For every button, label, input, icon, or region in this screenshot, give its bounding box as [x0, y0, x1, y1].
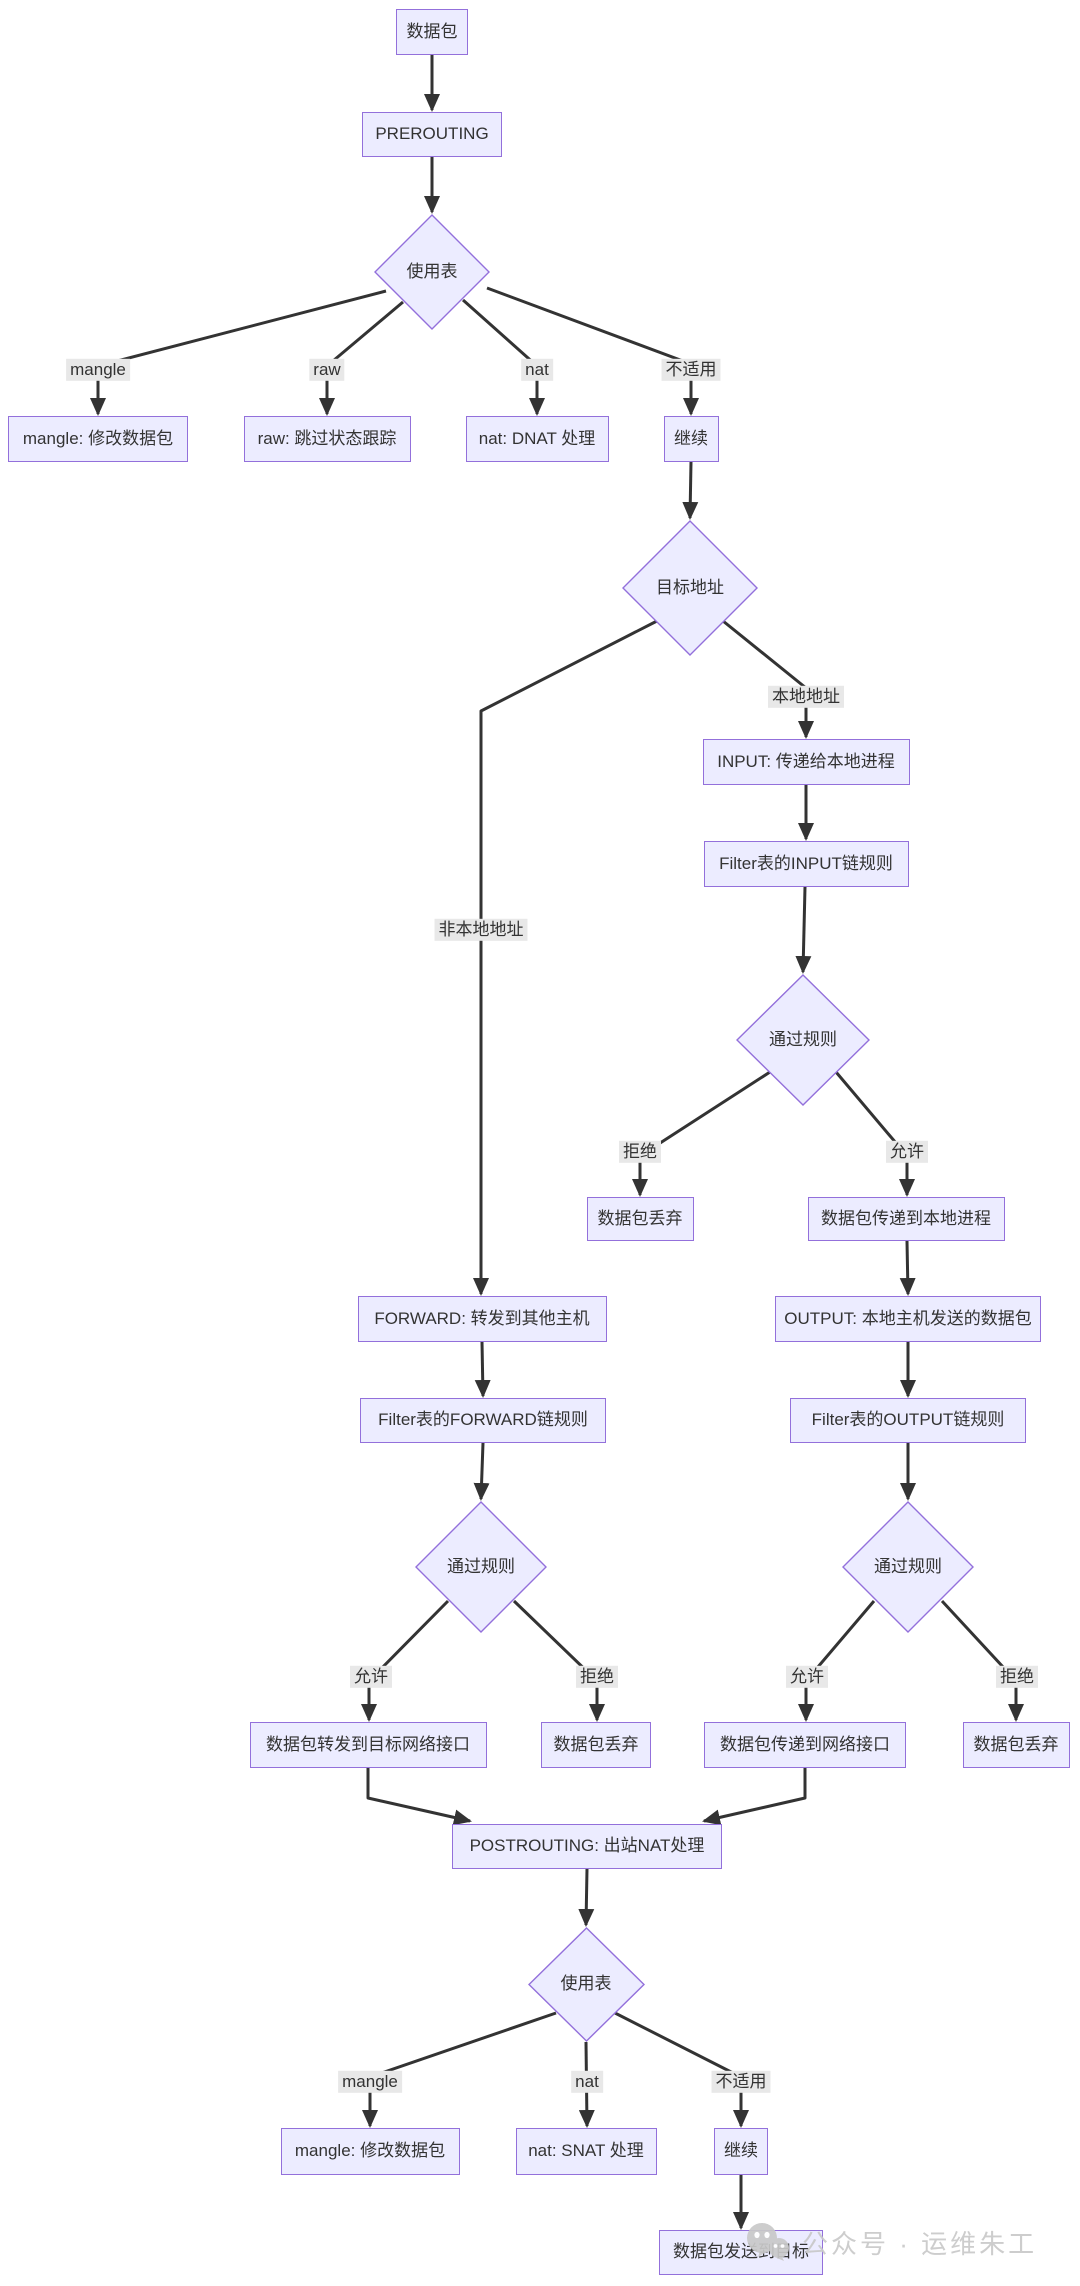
node-nat-action-2: nat: SNAT 处理 [515, 2127, 657, 2175]
edge-label-rules2-to-fwdiface: 允许 [350, 1665, 392, 1689]
node-pass-rules-3: 通过规则 [842, 1501, 974, 1633]
edge-label-rules3-to-drop3: 拒绝 [996, 1665, 1038, 1689]
node-input-chain: INPUT: 传递给本地进程 [702, 739, 910, 785]
node-sent-to-dest: 数据包发送到目标 [659, 2229, 823, 2275]
node-continue-1: 继续 [663, 416, 719, 462]
node-packet-drop-1: 数据包丢弃 [586, 1197, 694, 1241]
diamond-shape [415, 1501, 547, 1633]
edge-label-rules1-to-localproc: 允许 [886, 1140, 928, 1164]
edge-label-table2-to-continue2: 不适用 [711, 2070, 771, 2094]
node-table-select-2: 使用表 [527, 1926, 645, 2042]
node-label: 使用表 [560, 1974, 612, 1994]
node-output-chain: OUTPUT: 本地主机发送的数据包 [775, 1296, 1041, 1342]
edge-label-destaddr-to-input: 本地地址 [768, 685, 844, 709]
node-label: 通过规则 [769, 1030, 837, 1050]
node-mangle-action-2: mangle: 修改数据包 [280, 2127, 460, 2175]
node-continue-2: 继续 [714, 2127, 768, 2175]
edge-filterfwd-to-rules2 [473, 1442, 490, 1501]
edge-postrouting-to-table2 [578, 1868, 595, 1927]
node-filter-forward: Filter表的FORWARD链规则 [360, 1397, 606, 1443]
node-filter-input: Filter表的INPUT链规则 [703, 841, 909, 887]
edge-label-table2-to-nat2: nat [571, 2070, 603, 2094]
node-raw-action: raw: 跳过状态跟踪 [243, 416, 411, 462]
node-to-local-process: 数据包传递到本地进程 [807, 1197, 1005, 1241]
diamond-shape [842, 1501, 974, 1633]
node-dest-addr: 目标地址 [622, 520, 758, 656]
diamond-shape [622, 520, 758, 656]
node-label: 使用表 [406, 262, 458, 282]
node-mangle-action-1: mangle: 修改数据包 [8, 416, 188, 462]
edge-netiface-to-postrouting [702, 1768, 807, 1826]
node-prerouting: PREROUTING [362, 111, 502, 157]
node-pass-rules-2: 通过规则 [415, 1501, 547, 1633]
edge-label-table1-to-mangle: mangle [66, 358, 130, 382]
edge-label-rules3-to-netiface: 允许 [786, 1665, 828, 1689]
edge-label-table2-to-mangle2: mangle [338, 2070, 402, 2094]
node-packet-drop-2: 数据包丢弃 [541, 1722, 651, 1768]
node-label: 通过规则 [874, 1557, 942, 1577]
node-forward-chain: FORWARD: 转发到其他主机 [357, 1296, 607, 1342]
edge-label-table1-to-raw: raw [309, 358, 345, 382]
edge-continue1-to-destaddr [682, 461, 699, 520]
node-table-select-1: 使用表 [374, 214, 490, 330]
edge-forward-to-filterfwd [474, 1341, 491, 1398]
node-packet-in: 数据包 [396, 9, 468, 55]
node-label: 通过规则 [447, 1557, 515, 1577]
node-packet-drop-3: 数据包丢弃 [962, 1722, 1070, 1768]
diamond-shape [527, 1926, 645, 2042]
edge-label-rules2-to-drop2: 拒绝 [576, 1665, 618, 1689]
node-postrouting: POSTROUTING: 出站NAT处理 [452, 1823, 722, 1869]
node-nat-action-1: nat: DNAT 处理 [465, 416, 609, 462]
node-pass-rules-1: 通过规则 [736, 974, 870, 1106]
edge-label-table1-to-continue: 不适用 [661, 358, 721, 382]
diamond-shape [736, 974, 870, 1106]
edge-localproc-to-output [899, 1240, 916, 1296]
node-fwd-to-iface: 数据包转发到目标网络接口 [249, 1722, 487, 1768]
edge-table1-to-continue [486, 286, 699, 416]
edge-filterinput-to-rules1 [795, 886, 812, 974]
node-label: 目标地址 [656, 578, 724, 598]
edge-label-rules1-to-drop1: 拒绝 [619, 1140, 661, 1164]
edge-destaddr-to-forward [473, 619, 658, 1296]
node-filter-output: Filter表的OUTPUT链规则 [790, 1397, 1026, 1443]
edge-label-destaddr-to-forward: 非本地地址 [434, 918, 528, 942]
diamond-shape [374, 214, 490, 330]
edge-fwdiface-to-postrouting [366, 1768, 472, 1826]
node-to-net-iface: 数据包传递到网络接口 [704, 1722, 906, 1768]
edge-label-table1-to-nat: nat [521, 358, 553, 382]
